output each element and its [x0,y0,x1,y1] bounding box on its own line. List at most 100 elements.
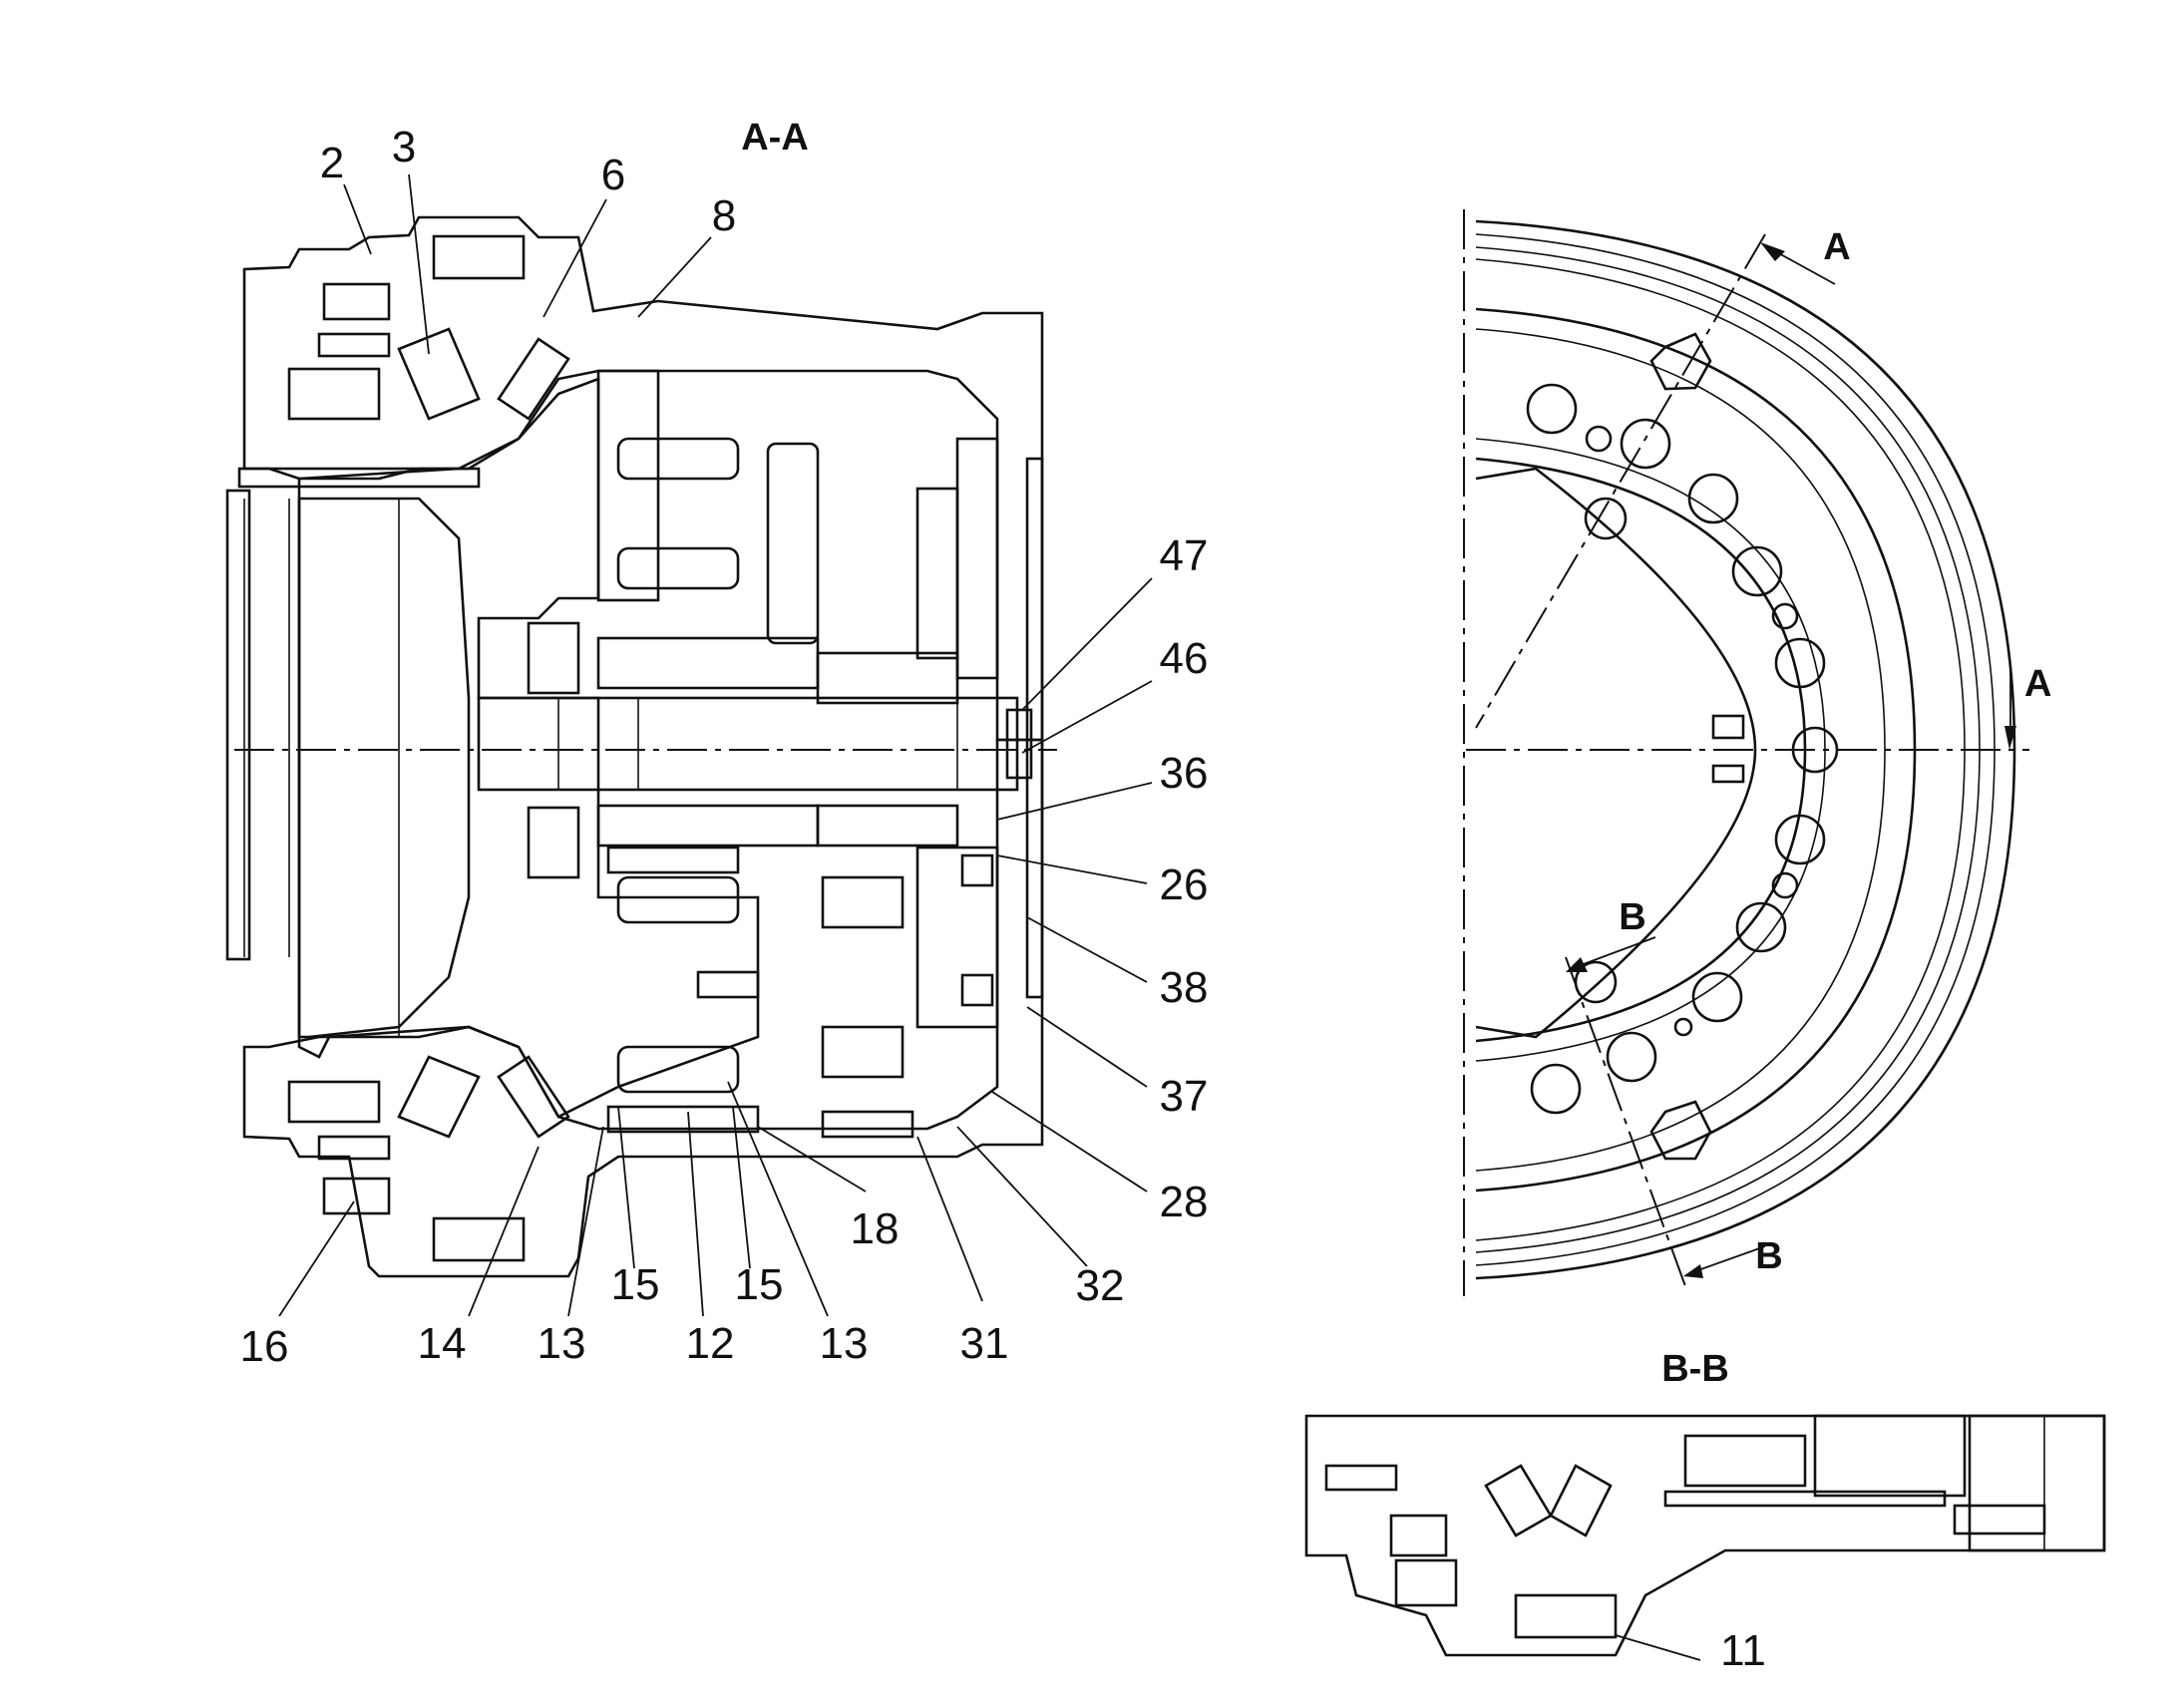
seal-right-2 [960,973,994,1007]
callout-13-right: 13 [820,1319,869,1368]
title-aa: A-A [741,117,809,159]
bb-bearing-1 [1389,1514,1448,1557]
callout-14: 14 [418,1319,467,1368]
taper-bearing-upper-left [397,327,481,421]
callout-11: 11 [1720,1626,1766,1675]
bearing-center-lower [527,806,580,879]
bb-cage [1683,1434,1807,1488]
bb-bolt-lower [1514,1593,1618,1639]
callout-15-right: 15 [735,1260,784,1309]
taper-bearing-lower-left [397,1055,481,1139]
cut-line-a [1475,233,1766,729]
needle-bearing-lower [606,1105,760,1134]
callout-8: 8 [712,191,736,240]
bb-pocket [1813,1414,1967,1498]
bb-right-end [1968,1414,2106,1552]
cage-lower-2 [821,1025,905,1079]
needle-bearing-upper [606,846,740,874]
cage-lower [821,875,905,929]
arrow-b-left [1566,957,1588,972]
arm-upper-2 [915,487,959,660]
bolt-upper [237,467,481,489]
bolt-left-upper [287,367,381,421]
pin-upper-2 [616,546,740,590]
section-bb-view [1304,1414,2106,1657]
arm-upper [766,442,820,645]
bb-body [1304,1414,2106,1657]
bearing-lower-1 [616,875,740,924]
leader-lines [278,173,1701,1661]
bearing-lower-2 [616,1045,740,1094]
callout-38: 38 [1160,963,1209,1012]
callout-13-left: 13 [538,1319,586,1368]
planet-gear-upper-2 [816,651,959,705]
pin-mid [696,970,760,999]
bolt-bottom [432,1216,526,1262]
callout-47: 47 [1160,531,1209,580]
bb-taper-1 [1484,1464,1553,1537]
planet-gear-upper [596,636,820,690]
callout-37: 37 [1160,1072,1209,1121]
ring-right-upper [955,437,999,680]
needle-lower-right [821,1110,914,1139]
stud-right [1005,708,1033,780]
left-flange [225,489,251,961]
bb-taper-2 [1549,1464,1613,1537]
gear-block-upper [596,369,660,602]
bb-bolt-right [1953,1504,2046,1536]
bolt-left-lower [287,1080,381,1124]
nut-lower [1649,1100,1712,1161]
front-view [1463,209,2029,1296]
sun-carrier [915,846,999,1029]
bolt-hole-ring [1526,383,1839,1115]
fitting [1711,714,1745,740]
arrow-b-bottom [1683,1264,1703,1278]
callout-12: 12 [686,1319,735,1368]
callout-18: 18 [851,1204,900,1253]
pin-upper [616,437,740,481]
seal-right [960,854,994,887]
taper-bearing-upper-right [497,337,570,421]
housing-lower [242,738,1044,1278]
callout-28: 28 [1160,1178,1209,1226]
labels: A-A B-B A A B B 2 3 6 8 47 46 36 26 38 3… [240,117,2052,1675]
bb-plate [1663,1490,1947,1508]
callout-15-left: 15 [611,1260,660,1309]
cut-label-a-right: A [2024,663,2051,705]
fitting-2 [1711,764,1745,784]
arrow-a-top [1760,242,1785,261]
center-shaft [477,696,1019,792]
cover-right [1025,457,1044,999]
callout-31: 31 [960,1319,1009,1368]
cut-label-b-left: B [1619,896,1645,938]
callout-16: 16 [240,1322,289,1371]
seal-ring-lower-2 [317,1135,391,1161]
bolt-top [432,234,526,280]
bearing-center-upper [527,621,580,695]
callout-46: 46 [1160,634,1209,683]
planet-gear-lower-2 [816,804,959,848]
bb-bolt-left [1324,1464,1398,1492]
callout-2: 2 [320,139,344,187]
title-bb: B-B [1661,1348,1729,1390]
callout-6: 6 [601,151,625,199]
callout-26: 26 [1160,860,1209,909]
seal-ring-lower [322,1177,391,1215]
section-aa-view [225,215,1057,1278]
bb-bearing-2 [1394,1558,1458,1607]
callout-32: 32 [1076,1261,1125,1310]
hub [297,377,760,1119]
cut-line-b [1565,956,1686,1287]
cut-label-a-top: A [1823,226,1850,268]
callout-36: 36 [1160,749,1209,798]
arrow-a-right [2004,726,2016,750]
callout-3: 3 [392,123,416,171]
hub-bore [297,497,471,1039]
seal-ring-upper [322,282,391,321]
nut-upper [1649,332,1712,391]
taper-bearing-lower-right [497,1055,570,1139]
cut-label-b-bottom: B [1755,1235,1782,1277]
seal-ring-upper-2 [317,332,391,358]
planet-gear-lower [596,804,820,848]
